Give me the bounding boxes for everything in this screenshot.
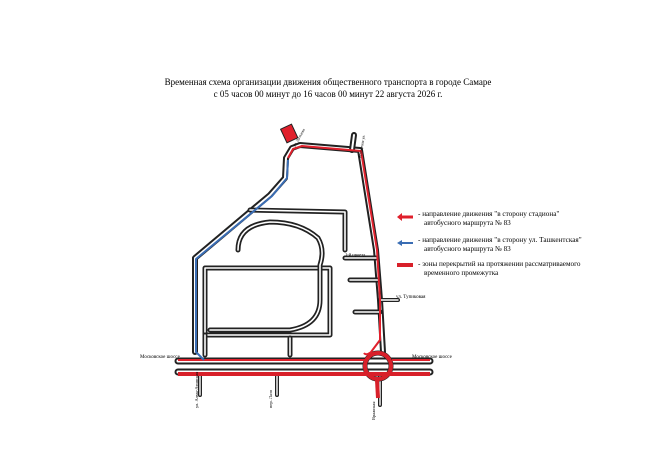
terminal-box <box>279 123 299 144</box>
internal-streets <box>202 207 400 358</box>
stadium-ring-road <box>207 219 325 333</box>
route-83-to-stadium <box>178 145 430 361</box>
label-vrazhskaya: Вражская <box>371 402 376 420</box>
legend-line-2: автобусного маршрута № 83 <box>424 218 511 227</box>
legend-symbols <box>397 213 413 267</box>
legend-red-arrow-icon <box>397 213 413 221</box>
title-line-1: Временная схема организации движения общ… <box>164 77 492 87</box>
title-line-2: с 05 часов 00 минут до 16 часов 00 минут… <box>213 89 443 99</box>
outer-loop-road <box>192 142 386 355</box>
south-side-streets <box>198 374 382 407</box>
legend-item-to-stadium: - направление движения "в сторону стадио… <box>418 210 559 227</box>
legend-line-1: - направление движения "в сторону стадио… <box>418 210 560 218</box>
north-road <box>349 132 357 153</box>
closure-zones <box>178 351 430 399</box>
legend-line-2: автобусного маршрута № 83 <box>424 244 511 253</box>
label-alma-ata: ул. Алма-Атинская <box>194 372 199 408</box>
legend-blue-arrow-icon <box>397 240 413 246</box>
legend-line-2: временного промежутка <box>424 268 499 277</box>
legend-item-closure: - зоны перекрытий на протяжении рассматр… <box>418 260 580 277</box>
street-labels: Московское шоссе Московское шоссе ул. Ту… <box>140 128 453 420</box>
label-lazo: пер. Лазо <box>268 389 273 408</box>
legend-item-to-tashkentskaya: - направление движения "в сторону ул. Та… <box>418 236 582 253</box>
legend-red-bar-icon <box>397 263 413 267</box>
inner-block-road <box>202 265 333 338</box>
label-tupikovaya: ул. Тупиковая <box>396 295 426 300</box>
legend-line-1: - зоны перекрытий на протяжении рассматр… <box>418 260 581 268</box>
label-proezd: 1-й проезд <box>345 252 366 257</box>
legend-line-1: - направление движения "в сторону ул. Та… <box>418 236 582 244</box>
label-moskovskoe-left: Московское шоссе <box>140 355 181 360</box>
label-top-right: Кольцевая ул. <box>357 134 366 158</box>
label-moskovskoe-right: Московское шоссе <box>412 355 453 360</box>
map-title: Временная схема организации движения общ… <box>0 76 656 100</box>
